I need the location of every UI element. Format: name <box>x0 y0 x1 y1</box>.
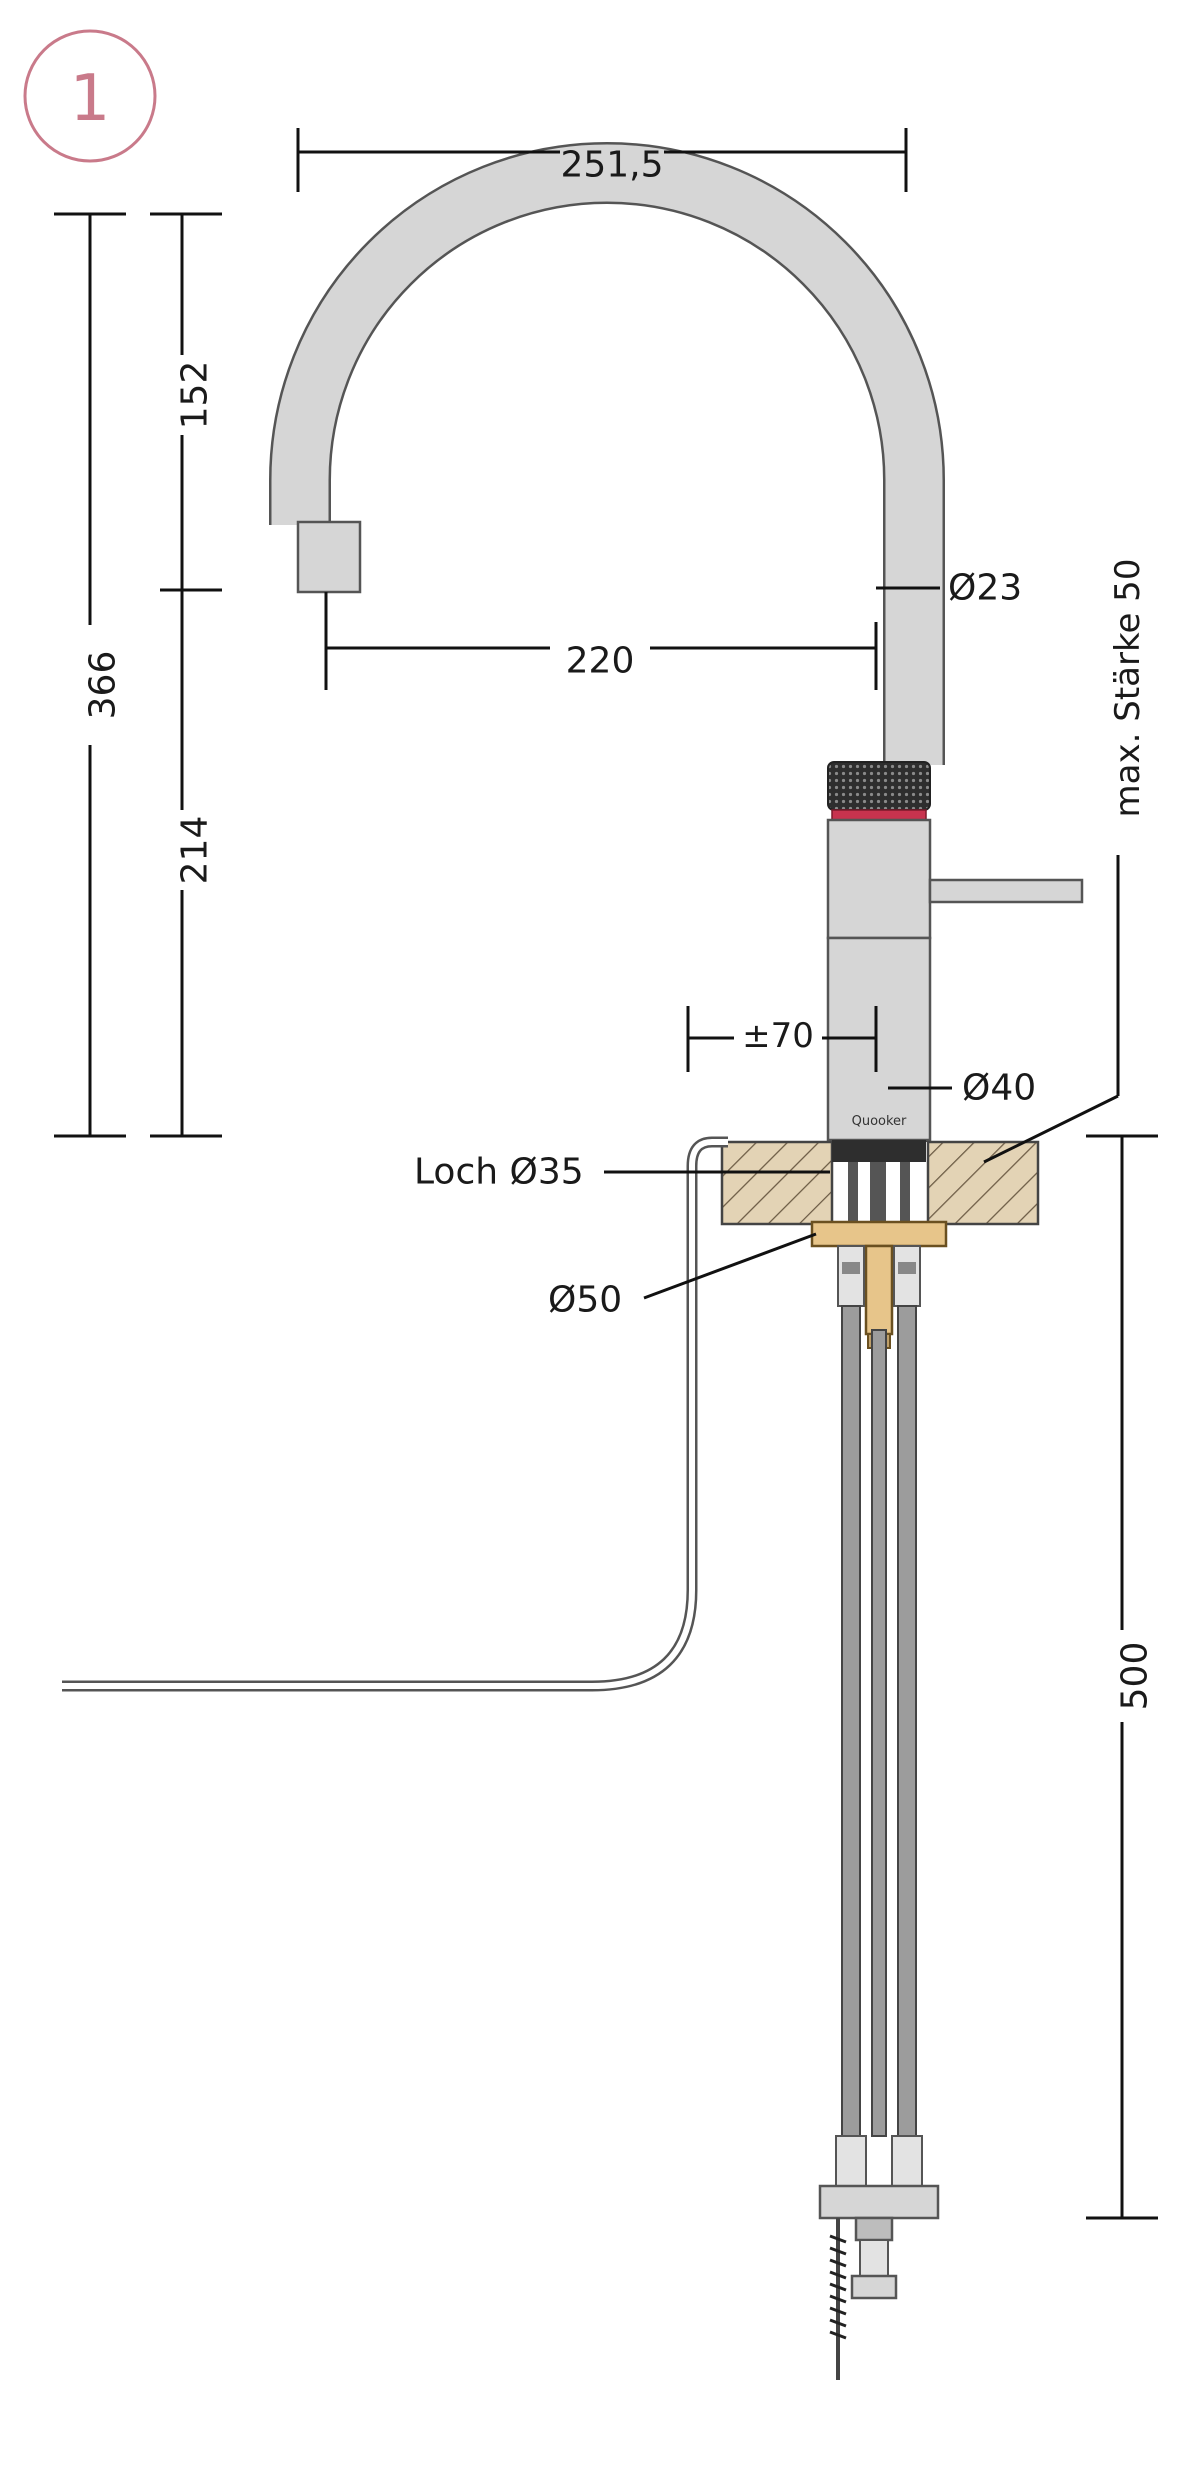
figure-number: 1 <box>70 62 111 136</box>
label-hose-length: 500 <box>1115 1642 1156 1711</box>
label-lower-height: 214 <box>175 816 216 885</box>
tap-spout <box>269 142 945 765</box>
brand-logo: Quooker <box>852 1114 907 1129</box>
dimension-upper-height: 152 <box>150 212 222 592</box>
dimension-spout-reach: 220 <box>324 592 878 690</box>
knurled-ring <box>827 761 931 821</box>
label-max-thickness: max. Stärke 50 <box>1108 559 1148 818</box>
dimension-spout-diameter: Ø23 <box>876 568 1022 609</box>
mounting-ring <box>810 1220 948 1349</box>
dimension-lower-height: 214 <box>150 590 222 1138</box>
label-offset: ±70 <box>742 1016 814 1056</box>
power-cable <box>62 1136 728 1692</box>
mounting-shank <box>832 1140 926 1222</box>
figure-badge: 1 <box>23 29 157 163</box>
hose-top-fittings <box>837 1245 921 1307</box>
dimension-total-height: 366 <box>54 212 126 1138</box>
label-total-width: 251,5 <box>560 145 663 186</box>
dimension-hole: Loch Ø35 <box>414 1152 830 1193</box>
label-upper-height: 152 <box>175 361 216 430</box>
dimension-hose-length: 500 <box>1086 1134 1158 2220</box>
dimension-body-diameter: Ø40 <box>888 1068 1036 1109</box>
label-body-diameter: Ø40 <box>962 1068 1036 1109</box>
label-spout-diameter: Ø23 <box>948 568 1022 609</box>
dimension-total-width: 251,5 <box>296 128 908 192</box>
label-ring-diameter: Ø50 <box>548 1280 622 1321</box>
dimension-ring-diameter: Ø50 <box>548 1232 817 1321</box>
supply-hoses <box>841 1305 917 2137</box>
label-total-height: 366 <box>83 651 124 720</box>
label-hole: Loch Ø35 <box>414 1152 584 1193</box>
dimension-offset: ±70 <box>686 1006 878 1072</box>
dimension-max-thickness: max. Stärke 50 <box>983 559 1148 1164</box>
label-spout-reach: 220 <box>566 641 635 682</box>
tap-body: Quooker <box>826 818 1084 1142</box>
hose-bottom-fittings <box>818 2135 940 2380</box>
